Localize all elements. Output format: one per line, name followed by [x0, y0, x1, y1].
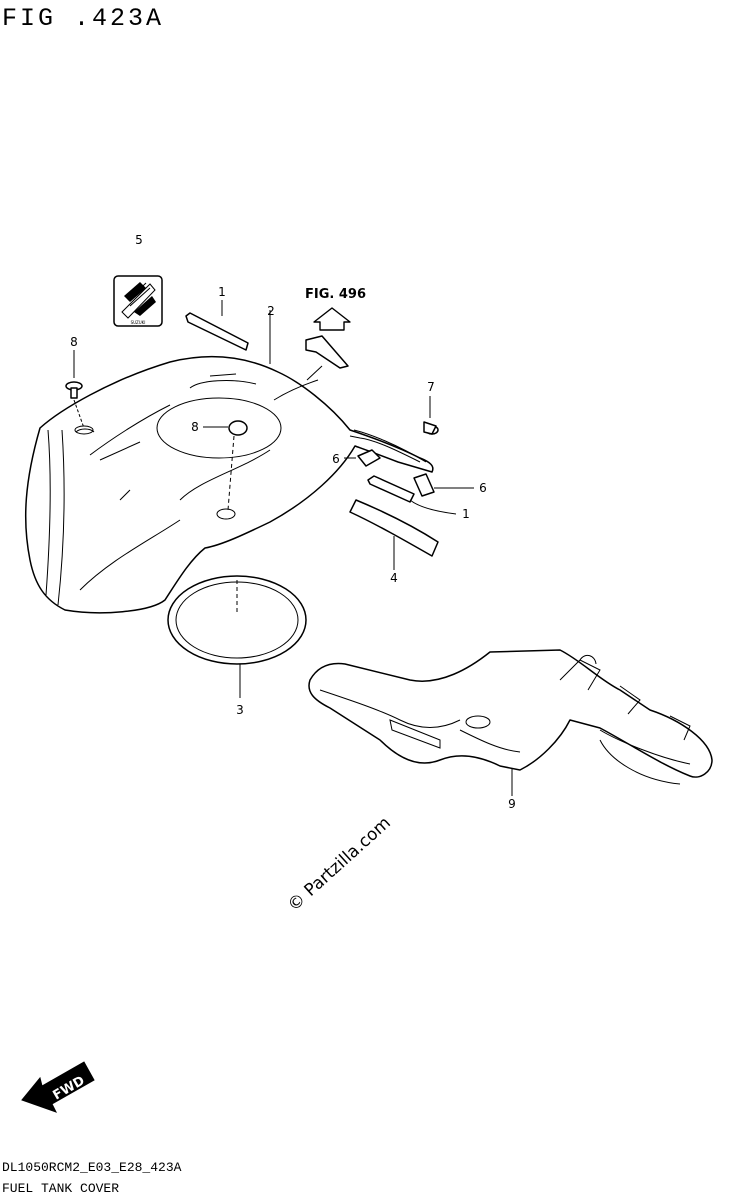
callout-part-1-upper: 1 — [218, 285, 226, 299]
screw-left — [65, 350, 94, 435]
decal-brand-text: SUZUKI — [131, 320, 146, 325]
callout-part-8-center: 8 — [191, 420, 199, 434]
mounting-bracket — [308, 649, 713, 796]
seal-ring — [167, 575, 307, 698]
figure-reference-arrow: FIG. 496 — [305, 287, 366, 331]
cushion-pad-right — [413, 473, 474, 497]
callout-part-6-left: 6 — [332, 452, 340, 466]
callout-part-1-lower: 1 — [462, 507, 470, 521]
cushion-pad-left — [344, 449, 381, 467]
callout-part-7: 7 — [427, 380, 435, 394]
emblem-decal: SUZUKI — [113, 275, 163, 327]
figure-reference-label: FIG. 496 — [305, 287, 366, 302]
bolt-7 — [423, 396, 439, 435]
diagram-code: DL1050RCM2_E03_E28_423A — [2, 1160, 182, 1175]
callout-part-2: 2 — [267, 304, 275, 318]
callout-part-6-right: 6 — [479, 481, 487, 495]
trim-strip-lower — [367, 475, 415, 503]
watermark: © Partzilla.com — [284, 813, 395, 916]
callout-part-5: 5 — [135, 233, 143, 247]
trim-strip-upper — [185, 312, 249, 351]
diagram-name: FUEL TANK COVER — [2, 1181, 120, 1196]
bracket-piece — [305, 335, 349, 369]
callout-part-3: 3 — [236, 703, 244, 717]
forward-direction-badge: FWD — [21, 1061, 95, 1113]
callout-part-4: 4 — [390, 571, 398, 585]
callout-part-8-left: 8 — [70, 335, 78, 349]
figure-title: FIG .423A — [2, 4, 165, 33]
grommet-center — [203, 420, 248, 511]
callout-part-9: 9 — [508, 797, 516, 811]
protector-strip — [349, 499, 439, 557]
fuel-tank-cover — [24, 310, 434, 614]
